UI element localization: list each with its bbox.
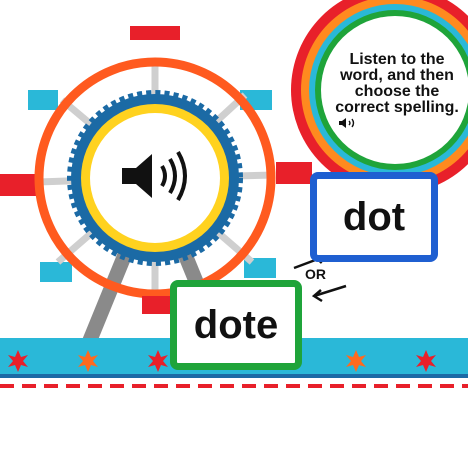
instruction-text: Listen to the word, and then choose the … [330,52,464,116]
gondola [276,162,312,184]
instruction-label: Listen to the word, and then choose the … [335,51,459,116]
choice-word: dote [193,302,279,347]
or-label: OR [305,266,326,282]
star-icon [8,350,28,372]
star-icon [78,350,98,372]
gondolas [0,26,312,282]
star-icon [346,350,366,372]
gondola [40,262,72,282]
choice-card-dot[interactable]: dot [310,172,438,262]
wheel-rim [34,57,276,299]
star-icon [416,350,436,372]
gondola [28,90,58,110]
gondola [130,26,180,40]
track-stars [8,350,436,372]
wheel-gear [67,90,243,266]
gondola [142,296,172,314]
speaker-icon[interactable] [118,148,192,204]
wheel-hub [90,113,220,243]
instruction-badge [291,0,468,194]
gondola [0,174,36,196]
choice-word: dot [342,194,406,239]
speaker-icon[interactable] [338,117,358,129]
star-icon [148,350,168,372]
arrow-left-icon [311,284,347,303]
gondola [244,258,276,278]
choice-card-dote[interactable]: dote [170,280,302,370]
